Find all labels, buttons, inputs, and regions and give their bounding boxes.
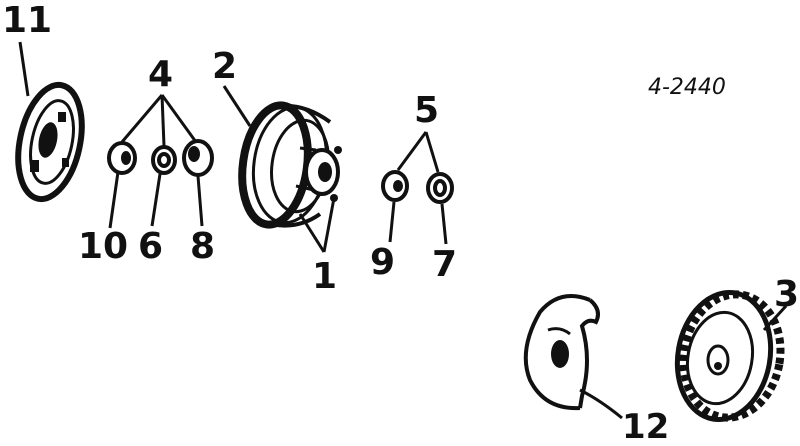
part-7-washer [426, 172, 454, 204]
part-11-backing-plate [15, 81, 85, 203]
part-2-drum-hub [238, 101, 342, 229]
part-8-cup [182, 139, 214, 177]
leader-lines [18, 41, 788, 420]
part-10-nut [107, 141, 137, 175]
callout-9: 9 [370, 242, 395, 283]
part-6-washer [151, 145, 177, 175]
part-3-brake-drum [674, 289, 785, 423]
part-12-dust-shield [523, 294, 600, 411]
callout-11: 11 [2, 0, 52, 41]
callout-1: 1 [312, 256, 337, 297]
callout-12: 12 [622, 407, 669, 441]
part-9-bearing [381, 170, 409, 202]
callout-7: 7 [432, 244, 457, 285]
callout-5: 5 [414, 90, 439, 131]
callout-8: 8 [190, 226, 215, 267]
callout-4: 4 [148, 54, 173, 95]
callout-2: 2 [212, 46, 237, 87]
reference-code: 4-2440 [648, 75, 726, 100]
callout-6: 6 [138, 226, 163, 267]
callout-3: 3 [774, 274, 799, 315]
callout-10: 10 [78, 226, 128, 267]
